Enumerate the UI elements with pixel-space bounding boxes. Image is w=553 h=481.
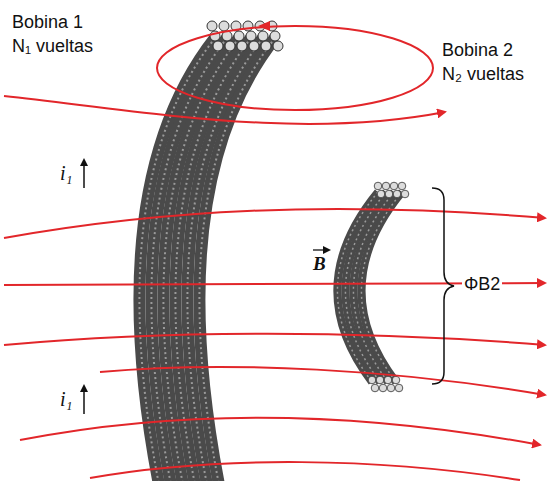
coil-1-body [139,21,283,481]
coil-name: Bobina 2 [442,40,513,61]
field-line [20,418,540,445]
wire-end [390,182,398,190]
field-vector-label: B [313,253,326,275]
turns-label: N₁ vueltas [12,36,93,57]
field-arrowhead [258,21,270,31]
field-line [100,367,545,395]
coil-texture [199,38,275,481]
wire-end [392,376,400,384]
wire-end [385,190,393,198]
coil-name: Bobina 1 [12,12,83,33]
wire-end [368,376,376,384]
wire-end [374,182,382,190]
wire-end [401,190,409,198]
field-line [90,462,520,480]
wire-end [398,182,406,190]
wire-end [273,41,283,51]
coil-winding [361,192,402,382]
field-line [4,209,545,238]
field-line [4,334,545,345]
wire-end [395,384,403,392]
wire-end [225,41,235,51]
flux-bracket [432,188,454,384]
wire-end [382,182,390,190]
wire-end [371,384,379,392]
field-line [4,96,445,124]
coil-2-body [337,182,408,392]
coil-texture [361,192,402,382]
flux-label: ΦB2 [462,274,502,295]
wire-end [270,31,280,41]
wire-end [249,41,259,51]
wire-end [379,384,387,392]
wire-end [213,41,223,51]
wire-end [234,31,244,41]
wire-end [219,21,229,31]
coil-winding [199,38,275,481]
wire-end [387,384,395,392]
field-loop [157,26,433,110]
field-lines [4,21,545,480]
vector-arrow [313,249,329,250]
turns-label: N₂ vueltas [442,64,524,85]
wire-end [377,190,385,198]
wire-end [376,376,384,384]
wire-end [393,190,401,198]
wire-end [384,376,392,384]
wire-end [207,21,217,31]
current-label: i₁ [60,162,73,185]
wire-end [237,41,247,51]
wire-end [258,31,268,41]
current-label: i₁ [60,388,73,411]
current-arrow [83,386,85,414]
current-arrow [83,160,85,188]
wire-end [261,41,271,51]
wire-end [246,31,256,41]
